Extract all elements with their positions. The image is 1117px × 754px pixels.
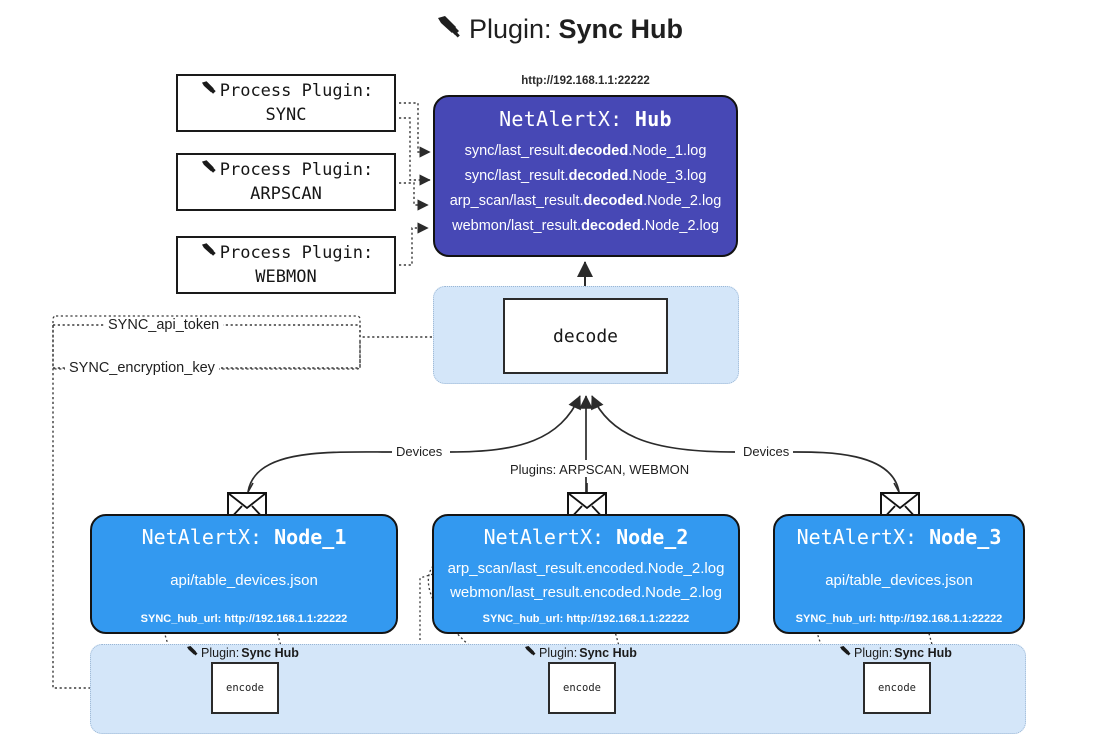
sync-api-token-label: SYNC_api_token xyxy=(104,317,224,333)
plug-icon xyxy=(199,159,218,180)
node-2-line: arp_scan/last_result.encoded.Node_2.log xyxy=(447,560,725,577)
hub-log-post: .Node_2.log xyxy=(640,218,719,235)
process-plugin-webmon-name: WEBMON xyxy=(255,267,317,287)
node-2-title-prefix: NetAlertX: xyxy=(483,525,605,549)
hub-url-label: http://192.168.1.1:22222 xyxy=(521,75,650,87)
title-prefix: Plugin: xyxy=(468,14,552,44)
plug-icon xyxy=(185,645,199,661)
node-3-body: api/table_devices.json xyxy=(775,549,1023,593)
encoder-3-label-prefix: Plugin: xyxy=(854,645,893,660)
encode-box-2[interactable]: encode xyxy=(548,662,616,714)
hub-log-em: decoded xyxy=(581,218,641,235)
node-3-title-prefix: NetAlertX: xyxy=(796,525,918,549)
node-3-hub-url: SYNC_hub_url: http://192.168.1.1:22222 xyxy=(795,613,1003,625)
node-1-body: api/table_devices.json xyxy=(92,549,396,593)
edge-arpscan-to-hubline3 xyxy=(399,182,429,211)
sync-encryption-key-label: SYNC_encryption_key xyxy=(65,360,219,376)
encoder-1-plugin-label: Plugin: Sync Hub xyxy=(185,645,299,661)
plug-icon xyxy=(523,645,537,661)
process-plugin-sync-name: SYNC xyxy=(265,105,307,125)
node-1-hub-url: SYNC_hub_url: http://192.168.1.1:22222 xyxy=(140,613,348,625)
edge-sync-to-hubline1 xyxy=(399,102,431,158)
plug-icon xyxy=(838,645,852,661)
hub-log-line: sync/last_result.decoded.Node_1.log xyxy=(435,139,736,164)
node-3-title-name: Node_3 xyxy=(929,525,1002,549)
hub-title-name: Hub xyxy=(634,107,672,131)
hub-box[interactable]: NetAlertX: Hub sync/last_result.decoded.… xyxy=(433,95,738,257)
edge-node1-devices-b xyxy=(449,395,581,453)
hub-log-pre: sync/last_result. xyxy=(464,143,569,159)
encoder-2-label-prefix: Plugin: xyxy=(539,645,578,660)
hub-log-pre: arp_scan/last_result. xyxy=(449,193,584,210)
edge-label-plugins: Plugins: ARPSCAN, WEBMON xyxy=(506,462,694,477)
node-2-line: webmon/last_result.encoded.Node_2.log xyxy=(450,584,722,602)
node-1-title: NetAlertX: Node_1 xyxy=(92,525,396,549)
node-1-line: api/table_devices.json xyxy=(170,572,318,589)
process-plugin-sync-line1: Process Plugin: xyxy=(199,79,374,103)
node-box-node-3[interactable]: NetAlertX: Node_3 api/table_devices.json… xyxy=(773,514,1025,634)
plug-icon xyxy=(434,14,462,45)
process-plugin-arpscan-label: Process Plugin: xyxy=(219,159,374,180)
process-plugin-sync-label: Process Plugin: xyxy=(219,80,374,101)
edge-webmon-to-hubline4 xyxy=(399,222,429,266)
edge-node3-devices-a xyxy=(789,451,900,493)
encoder-1-label-name: Sync Hub xyxy=(241,645,299,660)
node-2-title: NetAlertX: Node_2 xyxy=(434,525,738,549)
hub-title: NetAlertX: Hub xyxy=(435,107,736,131)
encode-box-1[interactable]: encode xyxy=(211,662,279,714)
encoder-1-label-prefix: Plugin: xyxy=(201,645,240,660)
hub-log-line: webmon/last_result.decoded.Node_2.log xyxy=(435,214,736,239)
hub-log-post: .Node_3.log xyxy=(628,168,707,185)
node-3-line: api/table_devices.json xyxy=(825,572,973,589)
node-2-body: arp_scan/last_result.encoded.Node_2.log … xyxy=(434,549,738,606)
edge-label-devices-left: Devices xyxy=(392,444,447,459)
plug-icon xyxy=(199,242,218,263)
hub-log-line: sync/last_result.decoded.Node_3.log xyxy=(435,164,736,189)
hub-log-post: .Node_2.log xyxy=(643,193,722,210)
process-plugin-arpscan-line1: Process Plugin: xyxy=(199,158,374,182)
encoder-2-label-name: Sync Hub xyxy=(579,645,637,660)
edge-sync-to-hubline2 xyxy=(399,117,431,186)
encoder-2-plugin-label: Plugin: Sync Hub xyxy=(523,645,637,661)
encoder-3-plugin-label: Plugin: Sync Hub xyxy=(838,645,952,661)
hub-log-post: .Node_1.log xyxy=(628,143,707,159)
decode-box[interactable]: decode xyxy=(503,298,668,374)
process-plugin-arpscan-box[interactable]: Process Plugin: ARPSCAN xyxy=(176,153,396,211)
hub-log-pre: sync/last_result. xyxy=(464,168,569,185)
hub-log-line: arp_scan/last_result.decoded.Node_2.log xyxy=(435,189,736,214)
node-box-node-2[interactable]: NetAlertX: Node_2 arp_scan/last_result.e… xyxy=(432,514,740,634)
hub-title-prefix: NetAlertX: xyxy=(499,107,623,131)
process-plugin-sync-box[interactable]: Process Plugin: SYNC xyxy=(176,74,396,132)
node-2-hub-url: SYNC_hub_url: http://192.168.1.1:22222 xyxy=(482,613,690,625)
hub-log-em: decoded xyxy=(583,193,644,210)
edge-node3-devices-b xyxy=(591,395,736,453)
node-1-title-name: Node_1 xyxy=(274,525,347,549)
node-2-title-name: Node_2 xyxy=(616,525,689,549)
hub-log-em: decoded xyxy=(568,168,629,185)
process-plugin-webmon-box[interactable]: Process Plugin: WEBMON xyxy=(176,236,396,294)
page-title: Plugin: Sync Hub xyxy=(0,14,1117,45)
process-plugin-arpscan-name: ARPSCAN xyxy=(250,184,322,204)
edge-label-devices-right: Devices xyxy=(739,444,794,459)
hub-log-pre: webmon/last_result. xyxy=(452,218,582,235)
node-3-title: NetAlertX: Node_3 xyxy=(775,525,1023,549)
hub-log-em: decoded xyxy=(568,143,629,159)
plug-icon xyxy=(199,80,218,101)
node-box-node-1[interactable]: NetAlertX: Node_1 api/table_devices.json… xyxy=(90,514,398,634)
title-name: Sync Hub xyxy=(558,14,684,44)
process-plugin-webmon-label: Process Plugin: xyxy=(219,242,374,263)
encode-box-3[interactable]: encode xyxy=(863,662,931,714)
encoder-3-label-name: Sync Hub xyxy=(894,645,952,660)
node-1-title-prefix: NetAlertX: xyxy=(141,525,263,549)
process-plugin-webmon-line1: Process Plugin: xyxy=(199,241,374,265)
edge-node1-devices-a xyxy=(247,451,393,493)
